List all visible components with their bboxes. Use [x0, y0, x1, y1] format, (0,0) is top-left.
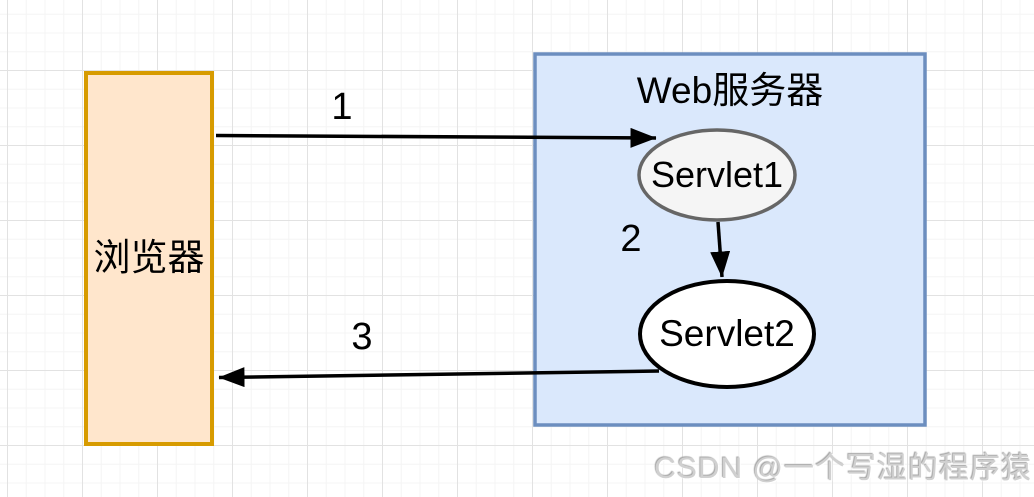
response-arrow-3: [218, 367, 660, 388]
browser-box: [84, 71, 214, 446]
servlet2-ellipse: [638, 279, 816, 389]
request-arrow-1: [215, 127, 657, 148]
forward-arrow-2: [710, 221, 731, 278]
servlet1-ellipse: [637, 128, 797, 222]
